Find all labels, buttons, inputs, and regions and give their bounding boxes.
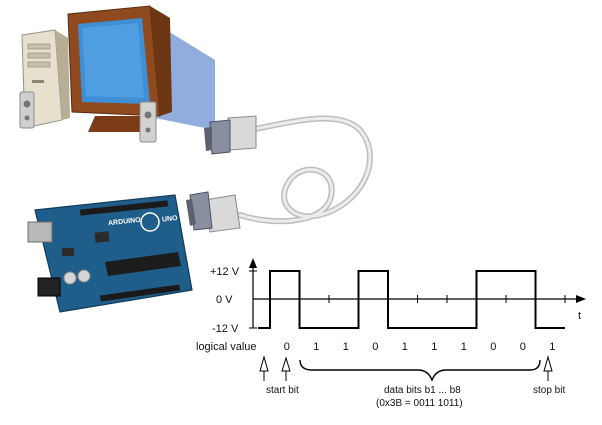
board-label: UNO — [162, 215, 179, 224]
start-bit-label: start bit — [266, 385, 299, 396]
voltage-axis-arrow — [249, 258, 257, 268]
bit-tick-marks — [299, 295, 566, 303]
serial-waveform — [258, 270, 565, 329]
db9-connector-top — [204, 115, 257, 155]
board-brand: ARDUINO — [108, 217, 142, 227]
bit-values-row: 0 1 1 0 1 1 1 0 0 1 — [284, 341, 556, 353]
bit-value-9: 0 — [520, 341, 526, 353]
stop-bit-label: stop bit — [533, 385, 565, 396]
level-low-label: -12 V — [212, 323, 239, 335]
computer-illustration — [19, 5, 215, 143]
start-bit-arrow-inner — [281, 356, 291, 381]
bit-value-6: 1 — [431, 341, 437, 353]
db9-connector-bottom — [186, 191, 241, 233]
data-bits-brace — [299, 359, 541, 382]
power-jack — [37, 277, 61, 297]
speaker-right — [139, 101, 157, 143]
bit-value-3: 1 — [343, 341, 349, 353]
bit-value-4: 0 — [372, 341, 378, 353]
bit-value-8: 0 — [490, 341, 496, 353]
bit-value-2: 1 — [313, 341, 319, 353]
data-bits-label: data bits b1 ... b8 — [384, 385, 461, 396]
bit-value-1: 0 — [284, 341, 290, 353]
microcontroller-chip — [105, 252, 181, 276]
stop-bit-marker: stop bit — [533, 355, 565, 396]
usb-port — [27, 221, 53, 243]
start-bit-marker: start bit — [259, 355, 299, 396]
bit-value-7: 1 — [461, 341, 467, 353]
bit-value-5: 1 — [402, 341, 408, 353]
monitor — [67, 5, 172, 132]
logical-value-label: logical value — [196, 341, 257, 353]
level-high-label: +12 V — [210, 266, 240, 278]
arduino-board: ARDUINO UNO — [27, 194, 193, 313]
time-axis-arrow — [576, 295, 586, 303]
serial-cable — [237, 115, 373, 225]
data-bits-hex-label: (0x3B = 0011 1011) — [376, 398, 463, 409]
time-axis-label: t — [578, 310, 581, 322]
bit-value-10: 1 — [549, 341, 555, 353]
speaker-left — [19, 91, 35, 129]
level-zero-label: 0 V — [216, 294, 233, 306]
